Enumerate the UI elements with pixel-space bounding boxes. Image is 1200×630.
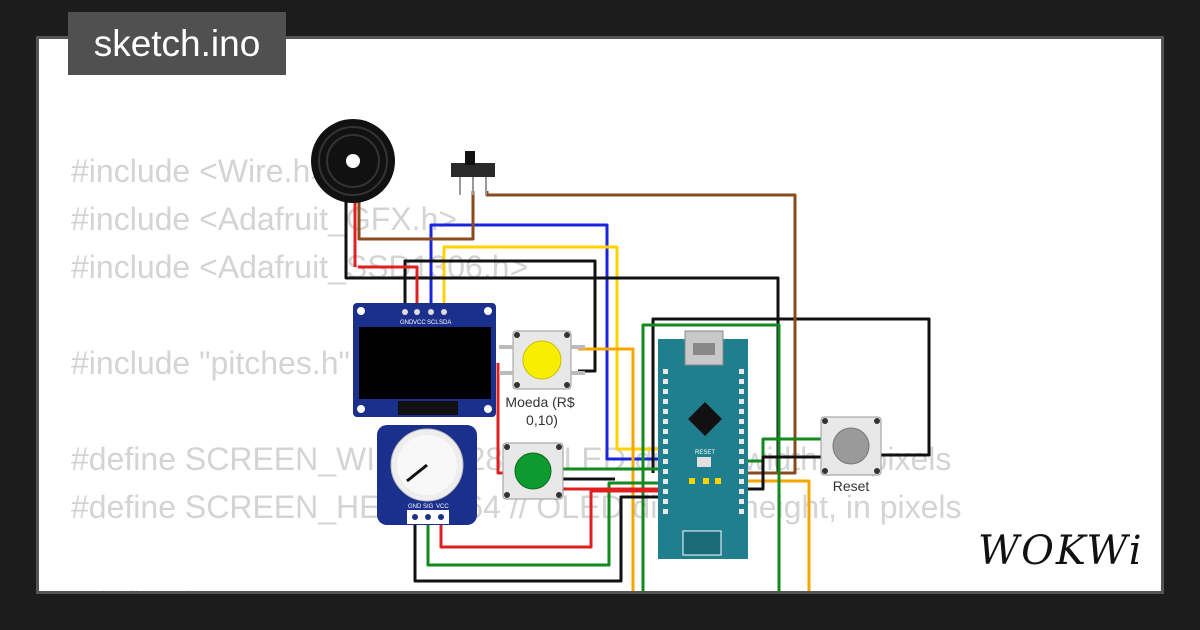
green-button[interactable] <box>502 442 564 500</box>
diagram-canvas[interactable]: #include <Wire.h> #include <Adafruit_GFX… <box>36 36 1164 594</box>
nano-pin[interactable] <box>739 489 744 494</box>
nano-pin[interactable] <box>739 369 744 374</box>
nano-pin[interactable] <box>739 499 744 504</box>
nano-pin[interactable] <box>663 379 668 384</box>
nano-pin[interactable] <box>663 429 668 434</box>
wire-green <box>743 437 821 463</box>
wokwi-logo: WOKWi <box>978 528 1144 574</box>
wire-red <box>439 489 663 549</box>
nano-pin[interactable] <box>663 419 668 424</box>
wire-black <box>413 495 663 583</box>
circuit-diagram: GND VCC SCL SDA Moeda (R$ 0,10) <box>311 119 931 591</box>
nano-reset-label: RESET <box>695 450 715 456</box>
nano-pin[interactable] <box>739 459 744 464</box>
nano-pin[interactable] <box>663 469 668 474</box>
nano-pin[interactable] <box>663 459 668 464</box>
wire-orange <box>743 479 811 591</box>
nano-pin[interactable] <box>663 389 668 394</box>
wire-green <box>426 481 663 567</box>
oled-pin-label: SDA <box>439 320 451 326</box>
nano-pin[interactable] <box>739 439 744 444</box>
pot-pin-label: GND <box>408 504 422 510</box>
nano-pin[interactable] <box>663 499 668 504</box>
wire-orange <box>578 347 635 591</box>
wire-green <box>641 323 781 591</box>
code-line: #define buzzer 9 <box>71 583 308 591</box>
coin-button-label: Moeda (R$ 0,10) <box>505 394 578 428</box>
nano-pin[interactable] <box>739 389 744 394</box>
nano-pin[interactable] <box>739 509 744 514</box>
nano-pin[interactable] <box>663 489 668 494</box>
wire-black <box>651 317 931 473</box>
project-title[interactable]: sketch.ino <box>68 12 286 75</box>
code-line: #include "pitches.h" <box>71 345 350 381</box>
nano-pin[interactable] <box>663 479 668 484</box>
arduino-nano[interactable]: RESET <box>658 330 748 559</box>
nano-pin[interactable] <box>663 449 668 454</box>
pot-pin-label: VCC <box>436 504 449 510</box>
buzzer[interactable] <box>311 119 395 203</box>
reset-button-label: Reset <box>833 478 870 494</box>
nano-pin[interactable] <box>739 429 744 434</box>
nano-pin[interactable] <box>739 379 744 384</box>
oled-pin-label: SCL <box>427 320 439 326</box>
wire-red <box>358 265 419 311</box>
nano-pin[interactable] <box>739 479 744 484</box>
oled-display[interactable]: GND VCC SCL SDA <box>353 303 496 417</box>
code-line: #include <Adafruit_GFX.h> <box>71 201 458 237</box>
nano-pin[interactable] <box>663 509 668 514</box>
nano-pin[interactable] <box>663 439 668 444</box>
nano-pins-left <box>663 369 668 514</box>
reset-button[interactable] <box>820 416 882 476</box>
nano-pin[interactable] <box>739 399 744 404</box>
wire-brown <box>357 191 475 241</box>
nano-pin[interactable] <box>739 409 744 414</box>
nano-pins-right <box>739 369 744 514</box>
pot-pin-label: SIG <box>423 504 434 510</box>
coin-button[interactable] <box>499 330 585 390</box>
code-line: #include <Wire.h> <box>71 153 329 189</box>
nano-pin[interactable] <box>739 449 744 454</box>
nano-pin[interactable] <box>663 409 668 414</box>
oled-pin-label: VCC <box>413 320 426 326</box>
wire-blue <box>429 223 663 461</box>
nano-pin[interactable] <box>739 419 744 424</box>
nano-pin[interactable] <box>663 399 668 404</box>
slide-switch[interactable] <box>451 151 495 195</box>
oled-pin-label: GND <box>400 320 414 326</box>
wire-black <box>743 455 821 491</box>
nano-pin[interactable] <box>663 369 668 374</box>
nano-pin[interactable] <box>739 469 744 474</box>
potentiometer[interactable]: GND SIG VCC <box>377 425 477 525</box>
